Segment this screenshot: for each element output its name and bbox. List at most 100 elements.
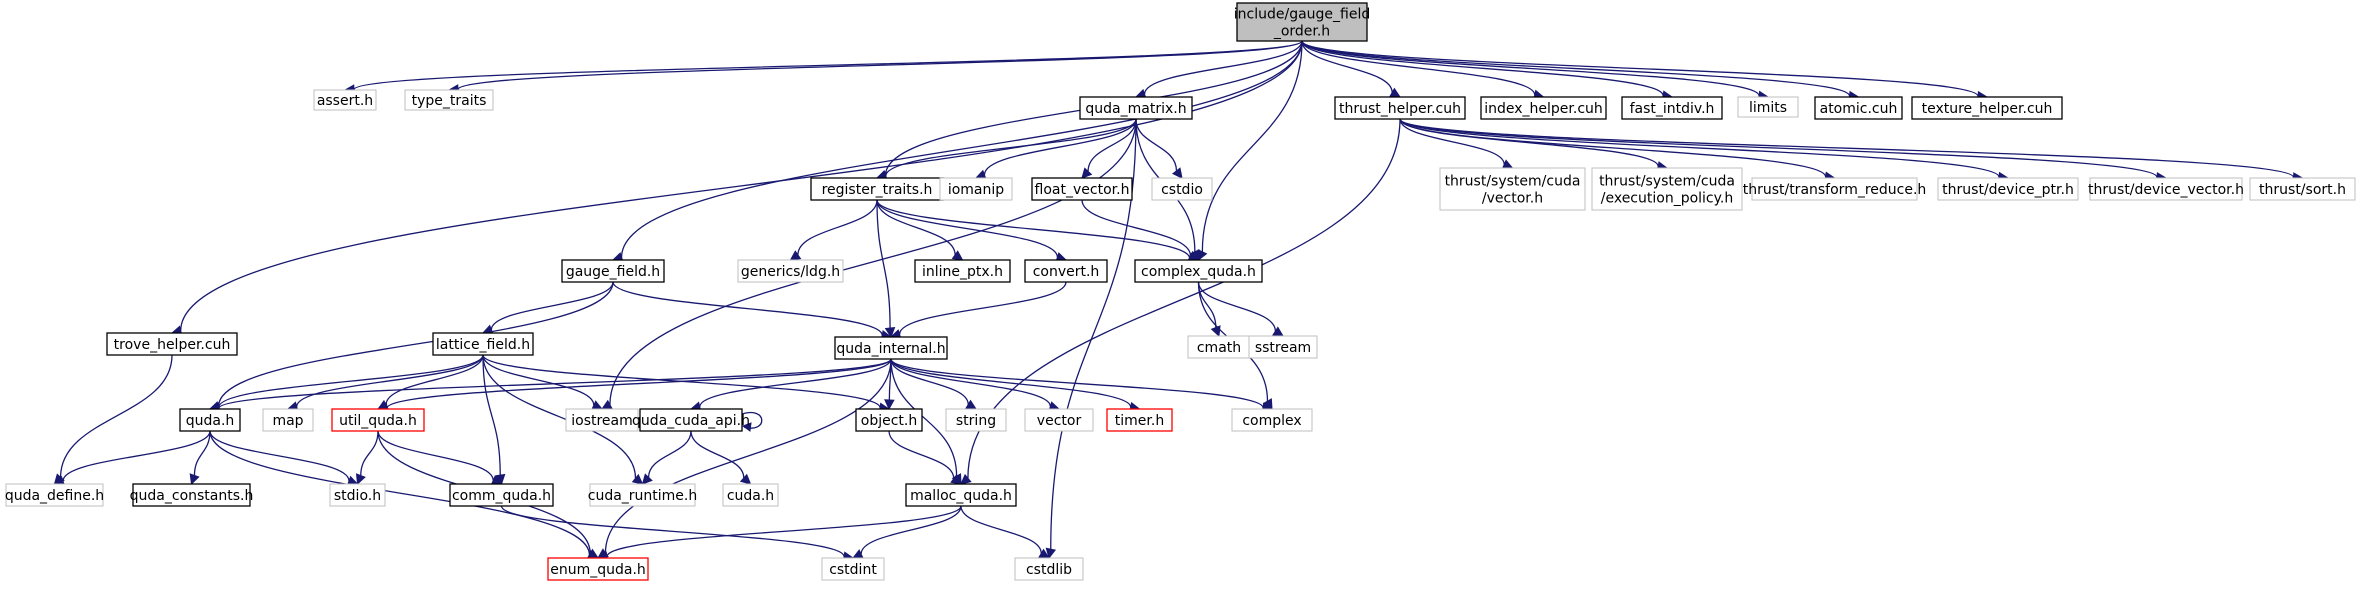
node-root[interactable]: include/gauge_field_order.h xyxy=(1234,2,1371,42)
edge-lattice_field-to-comm_quda xyxy=(482,354,506,486)
node-label: /vector.h xyxy=(1482,191,1543,207)
node-label: gauge_field.h xyxy=(566,264,660,280)
node-label: cuda_runtime.h xyxy=(588,488,698,504)
node-label: atomic.cuh xyxy=(1820,101,1898,117)
node-label: assert.h xyxy=(317,93,373,109)
node-complex-quda[interactable]: complex_quda.h xyxy=(1134,259,1263,283)
nodes-layer: include/gauge_field_order.h assert.h type_… xyxy=(5,2,2356,581)
node-box xyxy=(404,89,494,111)
node-label: trove_helper.cuh xyxy=(114,337,231,353)
node-box xyxy=(1024,408,1094,432)
node-fast-intdiv[interactable]: fast_intdiv.h xyxy=(1621,96,1723,120)
edge-complex_quda-to-sstream xyxy=(1197,281,1284,337)
node-cstdint: cstdint xyxy=(821,557,885,581)
node-malloc-quda[interactable]: malloc_quda.h xyxy=(905,483,1017,507)
node-box xyxy=(834,336,948,360)
edge-register_traits-to-inline_ptx xyxy=(876,199,964,261)
node-box xyxy=(905,483,1017,507)
node-iostream: iostream xyxy=(565,408,639,432)
edge-quda_cuda_api-to-cuda_h xyxy=(690,430,752,485)
node-t-devvec: thrust/device_vector.h xyxy=(2088,177,2244,201)
node-label: enum_quda.h xyxy=(550,562,646,578)
node-inline-ptx[interactable]: inline_ptx.h xyxy=(914,259,1011,283)
node-quda-internal[interactable]: quda_internal.h xyxy=(834,336,948,360)
node-map: map xyxy=(262,408,314,432)
edge-lattice_field-to-util_quda xyxy=(377,354,484,410)
node-label: lattice_field.h xyxy=(436,337,530,353)
edge-root-to-texture_helper xyxy=(1301,40,1989,102)
node-thrust-helper[interactable]: thrust_helper.cuh xyxy=(1334,96,1466,120)
node-t-sort: thrust/sort.h xyxy=(2249,177,2356,201)
node-label: iostream xyxy=(571,413,633,429)
edge-comm_quda-to-cstdint xyxy=(500,505,855,562)
node-box xyxy=(1911,96,2063,120)
node-box xyxy=(262,408,314,432)
node-quda-matrix[interactable]: quda_matrix.h xyxy=(1079,96,1193,120)
node-comm-quda[interactable]: comm_quda.h xyxy=(449,483,554,507)
node-complex: complex xyxy=(1231,408,1313,432)
node-cmath: cmath xyxy=(1187,335,1251,359)
edge-quda_matrix-to-cstdio xyxy=(1135,118,1183,179)
node-box xyxy=(722,483,779,507)
node-convert[interactable]: convert.h xyxy=(1024,259,1108,283)
node-box xyxy=(1480,96,1607,120)
node-box xyxy=(2089,177,2243,201)
node-gauge-field[interactable]: gauge_field.h xyxy=(561,259,665,283)
node-box xyxy=(1814,96,1903,120)
node-box xyxy=(1248,335,1318,359)
node-lattice-field[interactable]: lattice_field.h xyxy=(432,332,534,356)
node-box xyxy=(939,177,1013,201)
edge-quda_internal-to-enum_quda xyxy=(597,358,892,559)
node-label: vector xyxy=(1037,413,1082,429)
node-cstdlib: cstdlib xyxy=(1014,557,1084,581)
node-label: convert.h xyxy=(1033,264,1100,280)
node-label: type_traits xyxy=(412,93,487,109)
edge-gauge_field-to-quda_h xyxy=(208,281,614,412)
edge-quda_cuda_api-to-cuda_runtime xyxy=(641,430,692,485)
node-label: thrust/system/cuda xyxy=(1445,174,1581,190)
node-box xyxy=(1751,177,1918,201)
node-box xyxy=(1231,408,1313,432)
node-label: texture_helper.cuh xyxy=(1922,101,2053,117)
node-texture-helper[interactable]: texture_helper.cuh xyxy=(1911,96,2063,120)
node-label: malloc_quda.h xyxy=(910,488,1012,504)
node-label: float_vector.h xyxy=(1035,182,1130,198)
node-timer[interactable]: timer.h xyxy=(1106,408,1173,432)
node-object[interactable]: object.h xyxy=(855,408,923,432)
node-label: util_quda.h xyxy=(339,413,417,429)
node-label: thrust/device_ptr.h xyxy=(1942,182,2074,198)
node-float-vector[interactable]: float_vector.h xyxy=(1031,177,1133,201)
node-t-transform: thrust/transform_reduce.h xyxy=(1743,177,1927,201)
node-util-quda[interactable]: util_quda.h xyxy=(331,408,425,432)
node-label: cmath xyxy=(1197,340,1241,356)
node-register-traits[interactable]: register_traits.h xyxy=(810,177,944,201)
edge-root-to-complex_quda xyxy=(1197,40,1303,262)
node-label: quda_internal.h xyxy=(836,341,945,357)
node-enum-quda[interactable]: enum_quda.h xyxy=(547,557,649,581)
node-box xyxy=(1134,259,1263,283)
node-cstdio: cstdio xyxy=(1151,177,1213,201)
node-string: string xyxy=(945,408,1007,432)
node-box xyxy=(132,483,251,507)
node-quda-h[interactable]: quda.h xyxy=(179,408,241,432)
node-box xyxy=(1106,408,1173,432)
node-label: /execution_policy.h xyxy=(1601,191,1733,207)
node-quda-cuda-api[interactable]: quda_cuda_api.h xyxy=(632,408,750,432)
node-box xyxy=(914,259,1011,283)
node-box xyxy=(1031,177,1133,201)
node-box xyxy=(561,259,665,283)
node-label: quda_matrix.h xyxy=(1085,101,1186,117)
node-label: stdio.h xyxy=(334,488,381,504)
node-box xyxy=(639,408,743,432)
node-label: quda_constants.h xyxy=(130,488,254,504)
node-atomic[interactable]: atomic.cuh xyxy=(1814,96,1903,120)
edge-quda_internal-to-quda_h xyxy=(208,358,892,414)
edge-quda_h-to-stdio xyxy=(209,430,359,486)
node-label: thrust/transform_reduce.h xyxy=(1743,182,1927,198)
node-iomanip: iomanip xyxy=(939,177,1013,201)
node-quda-constants[interactable]: quda_constants.h xyxy=(130,483,254,507)
node-index-helper[interactable]: index_helper.cuh xyxy=(1480,96,1607,120)
node-box xyxy=(1621,96,1723,120)
node-trove-helper[interactable]: trove_helper.cuh xyxy=(106,332,238,356)
